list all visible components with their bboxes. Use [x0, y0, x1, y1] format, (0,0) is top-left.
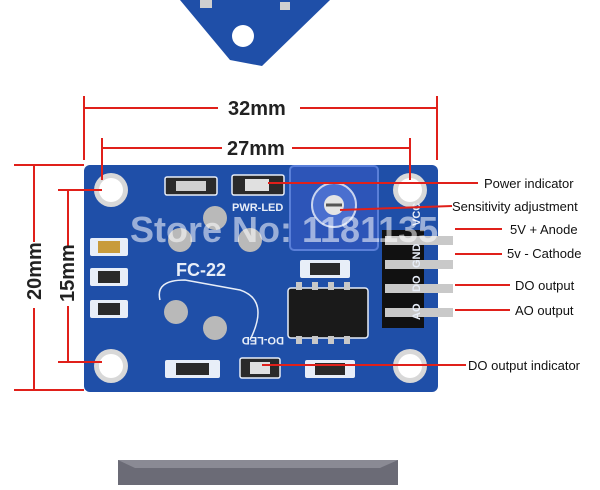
top-board-fragment	[180, 0, 330, 66]
callout-do-output: DO output	[515, 278, 575, 293]
potentiometer	[289, 165, 379, 251]
callout-power-indicator: Power indicator	[484, 176, 574, 191]
pwr-led-label: PWR-LED	[232, 202, 283, 214]
store-watermark: Store No: 1181135	[130, 209, 438, 250]
header-pins	[382, 230, 453, 328]
bottom-sensor-fragment	[118, 460, 398, 485]
pin-label-gnd: GND	[411, 244, 423, 269]
dim-inner-height: 15mm	[57, 244, 79, 302]
do-led-label: DO-LED	[242, 334, 284, 346]
callout-5v-cathode: 5v - Cathode	[507, 246, 581, 261]
callout-do-output-indicator: DO output indicator	[468, 358, 581, 373]
callout-lines	[262, 182, 510, 366]
pcb-board: PWR-LED FC-22 DO-LED VCC GND DO AO Store…	[84, 165, 453, 392]
board-model-label: FC-22	[176, 260, 226, 280]
pin-label-ao: AO	[411, 303, 423, 320]
dim-inner-width: 27mm	[227, 138, 285, 160]
callout-ao-output: AO output	[515, 303, 574, 318]
callout-sensitivity: Sensitivity adjustment	[452, 199, 578, 214]
callout-5v-anode: 5V + Anode	[510, 222, 578, 237]
pin-label-do: DO	[411, 275, 423, 292]
dim-outer-width: 32mm	[228, 98, 286, 120]
dim-outer-height: 20mm	[24, 242, 46, 300]
pin-label-vcc: VCC	[411, 203, 423, 226]
